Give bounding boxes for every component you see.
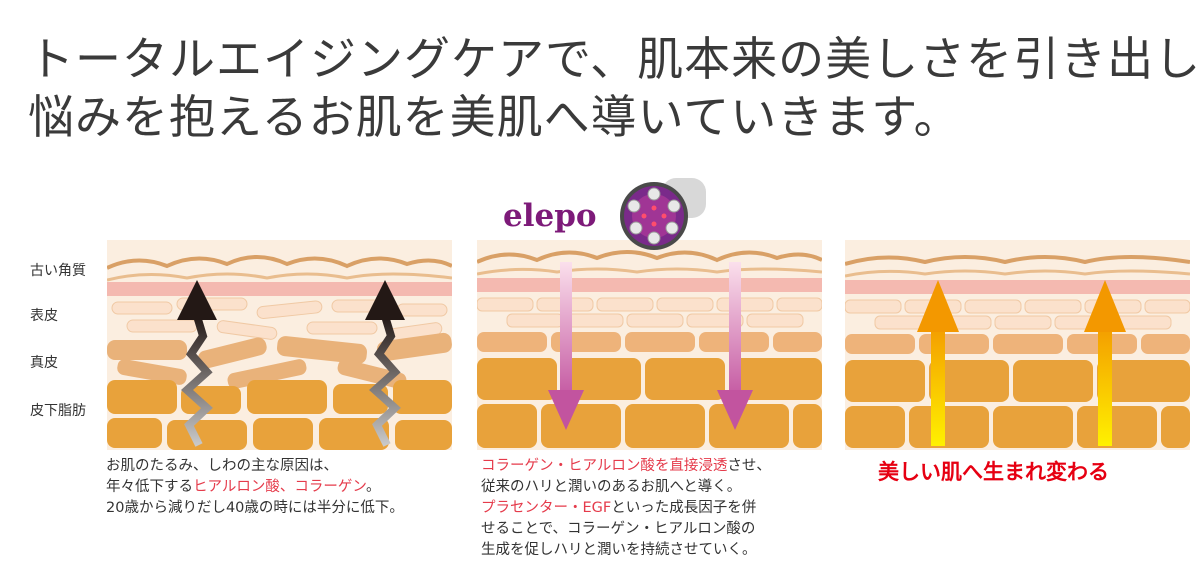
caption-treatment-line-5: 生成を促しハリと潤いを持続させていく。 (481, 542, 757, 558)
up-arrow-zigzag-icon (177, 280, 217, 447)
headline-line-2: 悩みを抱えるお肌を美肌へ導いていきます。 (28, 90, 961, 144)
result-heading: 美しい肌へ生まれ変わる (878, 460, 1109, 484)
skin-panel-renewed (845, 240, 1190, 450)
label-old-stratum: 古い角質 (30, 263, 86, 279)
caption-treatment-line-1: コラーゲン・ヒアルロン酸を直接浸透させ、 (481, 458, 771, 474)
caption-aging-line-3: 20歳から減りだし40歳の時には半分に低下。 (106, 500, 404, 516)
label-dermis: 真皮 (30, 355, 58, 371)
headline: トータルエイジングケアで、肌本来の美しさを引き出し、 悩みを抱えるお肌を美肌へ導… (28, 30, 1200, 146)
caption-aging-line-2: 年々低下するヒアルロン酸、コラーゲン。 (106, 479, 381, 495)
down-arrow-icon (548, 262, 584, 430)
skin-panel-treatment (477, 240, 822, 450)
caption-treatment-line-2: 従来のハリと潤いのあるお肌へと導く。 (481, 479, 742, 495)
caption-treatment: コラーゲン・ヒアルロン酸を直接浸透させ、 従来のハリと潤いのあるお肌へと導く。 … (481, 456, 771, 561)
elepo-device-icon (612, 176, 708, 256)
skin-panel-aging (107, 240, 452, 450)
down-arrow-icon (717, 262, 753, 430)
label-epidermis: 表皮 (30, 308, 58, 324)
brand-logo: elepo (503, 198, 597, 234)
caption-aging: お肌のたるみ、しわの主な原因は、 年々低下するヒアルロン酸、コラーゲン。 20歳… (106, 456, 404, 519)
caption-treatment-line-3: プラセンター・EGFといった成長因子を併 (481, 500, 757, 516)
caption-aging-line-1: お肌のたるみ、しわの主な原因は、 (106, 458, 338, 474)
label-subcutaneous: 皮下脂肪 (30, 403, 86, 419)
headline-line-1: トータルエイジングケアで、肌本来の美しさを引き出し、 (28, 32, 1200, 86)
up-arrow-icon (917, 280, 959, 446)
caption-treatment-line-4: せることで、コラーゲン・ヒアルロン酸の (481, 521, 756, 537)
up-arrow-icon (1084, 280, 1126, 446)
up-arrow-zigzag-icon (365, 280, 405, 447)
